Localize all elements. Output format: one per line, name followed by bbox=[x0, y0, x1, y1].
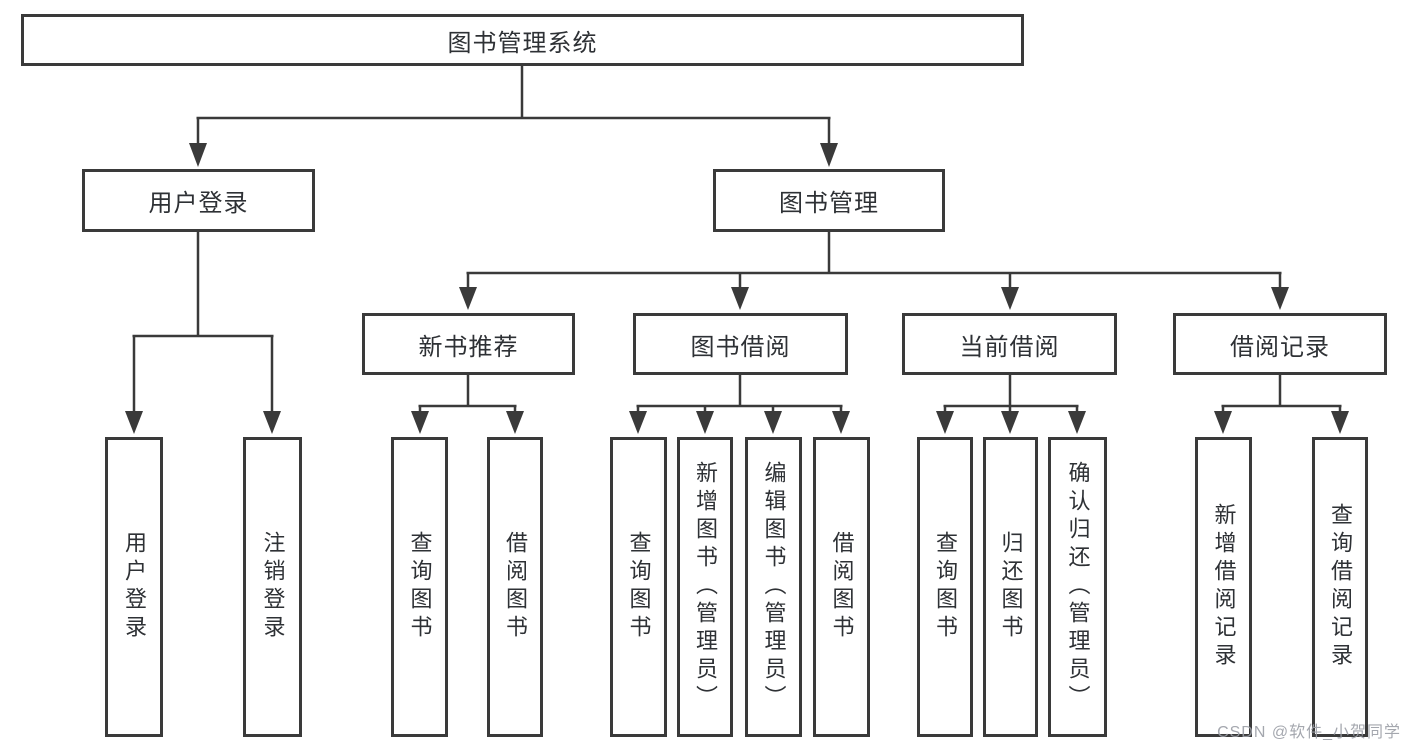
node-current-borrow: 当前借阅 bbox=[902, 313, 1117, 375]
node-label: 查询借阅记录 bbox=[1328, 503, 1353, 671]
arrowhead bbox=[125, 411, 143, 434]
node-label: 新增借阅记录 bbox=[1211, 503, 1237, 671]
node-leaf-borrow-books-2: 借阅图书 bbox=[813, 437, 870, 737]
arrowhead bbox=[1331, 411, 1349, 434]
arrowhead bbox=[1001, 287, 1019, 310]
arrowhead bbox=[696, 411, 714, 434]
arrowheads bbox=[125, 143, 1349, 434]
arrowhead bbox=[820, 143, 838, 167]
node-user-login: 用户登录 bbox=[82, 169, 315, 232]
arrowhead bbox=[1214, 411, 1232, 434]
node-leaf-query-books-3: 查询图书 bbox=[917, 437, 973, 737]
arrowhead bbox=[411, 411, 429, 434]
node-label: 归还图书 bbox=[998, 531, 1024, 643]
arrowhead bbox=[629, 411, 647, 434]
node-leaf-confirm-return-admin: 确认归还（管理员） bbox=[1048, 437, 1107, 737]
arrowhead bbox=[189, 143, 207, 167]
arrowhead bbox=[936, 411, 954, 434]
arrowhead bbox=[1001, 411, 1019, 434]
node-label: 当前借阅 bbox=[959, 333, 1060, 361]
node-label: 图书借阅 bbox=[690, 333, 791, 361]
node-label: 用户登录 bbox=[122, 531, 147, 643]
csdn-watermark: CSDN @软件_小贺同学 bbox=[1217, 724, 1401, 741]
node-leaf-query-borrow-record: 查询借阅记录 bbox=[1312, 437, 1368, 737]
node-label: 编辑图书（管理员） bbox=[761, 461, 787, 713]
node-leaf-add-books-admin: 新增图书（管理员） bbox=[677, 437, 733, 737]
node-leaf-query-books-1: 查询图书 bbox=[391, 437, 448, 737]
node-label: 查询图书 bbox=[626, 531, 652, 643]
node-leaf-return-books: 归还图书 bbox=[983, 437, 1038, 737]
node-label: 借阅记录 bbox=[1230, 333, 1330, 361]
node-leaf-user-login: 用户登录 bbox=[105, 437, 163, 737]
node-system-root: 图书管理系统 bbox=[21, 14, 1024, 66]
arrowhead bbox=[731, 287, 749, 310]
node-book-borrow: 图书借阅 bbox=[633, 313, 848, 375]
node-label: 新书推荐 bbox=[418, 333, 519, 361]
node-label: 图书管理系统 bbox=[447, 29, 598, 57]
arrowhead bbox=[1068, 411, 1086, 434]
arrowhead bbox=[832, 411, 850, 434]
node-label: 图书管理 bbox=[779, 190, 879, 217]
arrowhead bbox=[506, 411, 524, 434]
node-label: 注销登录 bbox=[260, 531, 286, 643]
node-label: 确认归还（管理员） bbox=[1065, 461, 1091, 713]
node-leaf-add-borrow-record: 新增借阅记录 bbox=[1195, 437, 1252, 737]
arrowhead bbox=[1271, 287, 1289, 310]
node-label: 查询图书 bbox=[407, 531, 433, 643]
node-leaf-query-books-2: 查询图书 bbox=[610, 437, 667, 737]
arrowhead bbox=[459, 287, 477, 310]
node-borrow-records: 借阅记录 bbox=[1173, 313, 1387, 375]
node-label: 借阅图书 bbox=[829, 531, 855, 643]
node-leaf-borrow-books-1: 借阅图书 bbox=[487, 437, 543, 737]
node-book-management: 图书管理 bbox=[713, 169, 945, 232]
node-label: 用户登录 bbox=[148, 190, 249, 217]
arrowhead bbox=[263, 411, 281, 434]
node-new-book-recommend: 新书推荐 bbox=[362, 313, 575, 375]
node-leaf-edit-books-admin: 编辑图书（管理员） bbox=[745, 437, 802, 737]
node-label: 新增图书（管理员） bbox=[693, 461, 718, 713]
connector-paths bbox=[132, 66, 1342, 414]
arrowhead bbox=[764, 411, 782, 434]
node-leaf-logout: 注销登录 bbox=[243, 437, 302, 737]
node-label: 借阅图书 bbox=[503, 531, 528, 643]
node-label: 查询图书 bbox=[933, 531, 958, 643]
